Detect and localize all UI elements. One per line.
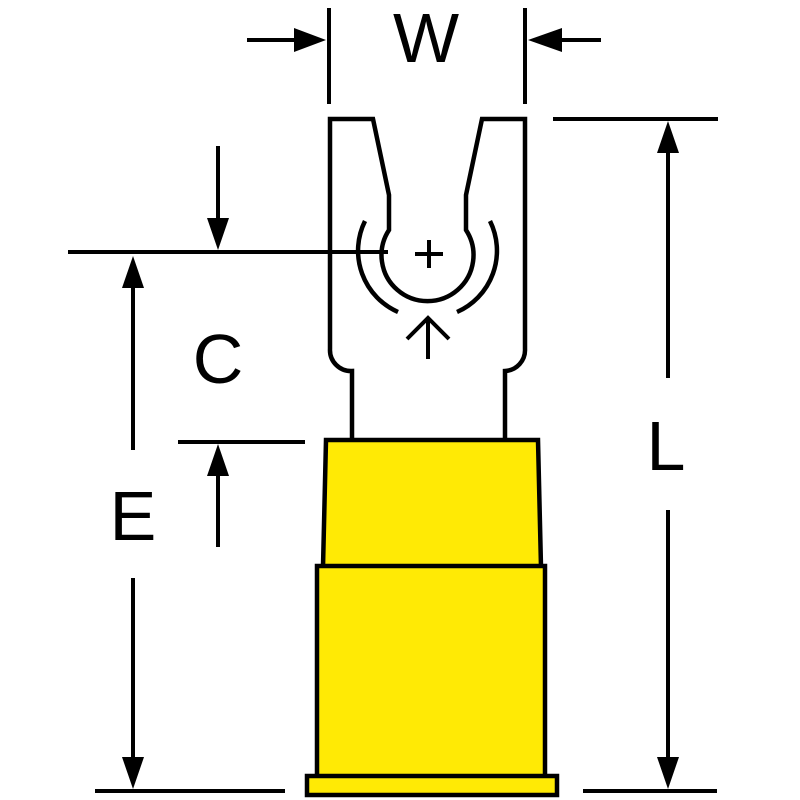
c-arrowhead-down	[207, 218, 229, 250]
dimension-l-label: L	[647, 407, 686, 485]
dimension-l	[553, 117, 718, 793]
screw-center-mark	[415, 240, 443, 268]
terminal-fork-outline	[327, 116, 528, 441]
l-arrowhead-down	[657, 757, 679, 789]
insulation-section-top	[320, 437, 544, 570]
e-arrowhead-up	[122, 256, 144, 288]
w-arrowhead-left	[294, 28, 326, 52]
c-arrowhead-up	[207, 444, 229, 476]
dimension-w-label: W	[393, 0, 459, 77]
fork-left-flank-arc	[355, 220, 399, 315]
fork-right-flank-arc	[456, 220, 500, 315]
dimension-e-label: E	[110, 477, 157, 555]
e-arrowhead-down	[122, 757, 144, 789]
insulation-flange	[304, 773, 560, 798]
dimension-e	[95, 286, 285, 793]
insulation-section-main	[314, 563, 548, 780]
wire-entry-arrow-icon	[405, 315, 451, 359]
dimension-c-label: C	[193, 320, 244, 398]
dimension-c	[68, 146, 388, 547]
w-arrowhead-right	[528, 28, 562, 52]
l-arrowhead-up	[657, 121, 679, 153]
dimension-w	[247, 8, 601, 104]
insulation-barrel	[304, 437, 560, 798]
